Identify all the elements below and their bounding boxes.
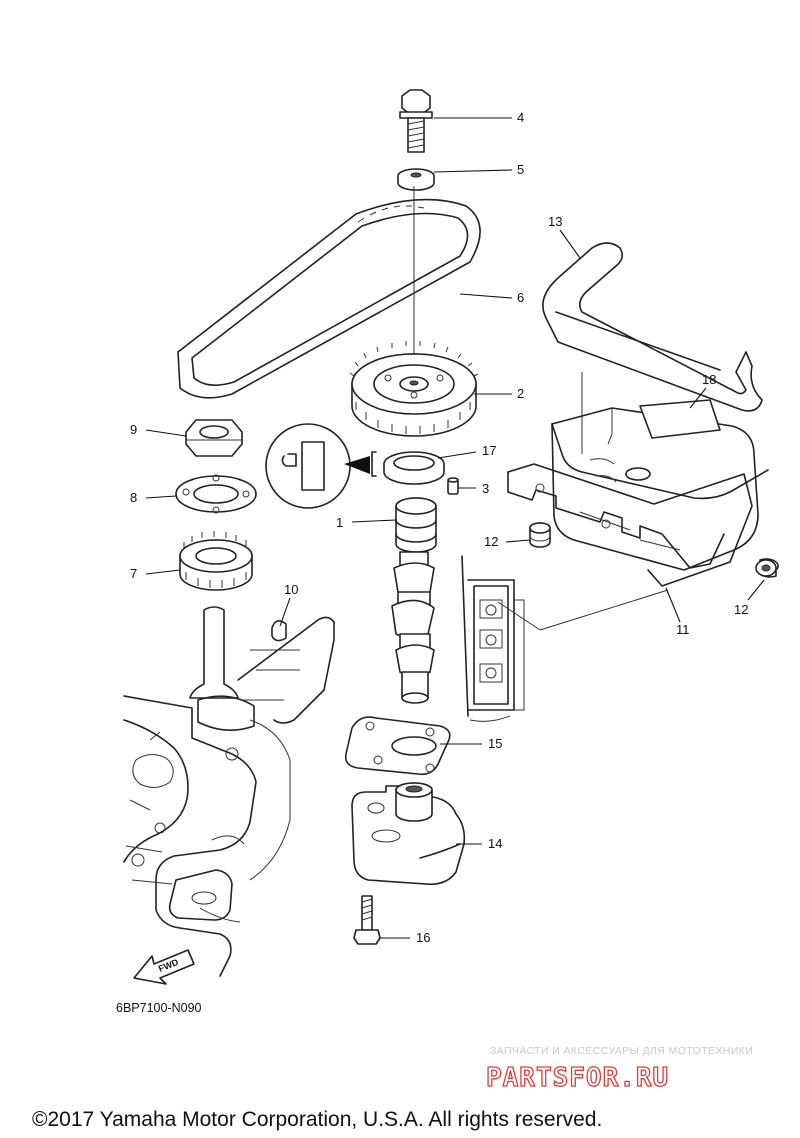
- belt-guide-plate[interactable]: [175, 474, 257, 514]
- engine-block-cylinder-head: [461, 555, 525, 722]
- oil-pump[interactable]: [351, 782, 466, 886]
- callout-16: 16: [416, 930, 430, 945]
- leader-lines: [145, 117, 765, 939]
- camshaft[interactable]: [391, 497, 437, 704]
- seal-detail-callout: [265, 423, 377, 509]
- timing-belt[interactable]: [177, 198, 481, 399]
- engine-block-crankcase: [123, 606, 335, 977]
- oil-seal[interactable]: [383, 451, 445, 485]
- callout-15: 15: [488, 736, 502, 751]
- drawing-code: 6BP7100-N090: [116, 1001, 202, 1015]
- callout-12-left: 12: [484, 534, 498, 549]
- callout-14: 14: [488, 836, 502, 851]
- watermark-tagline: ЗАПЧАСТИ И АКСЕССУАРЫ ДЛЯ МОТОТЕХНИКИ: [490, 1045, 753, 1057]
- watermark-logo: PARTSFOR.RU: [486, 1063, 669, 1093]
- oil-pump-gasket[interactable]: [344, 716, 451, 776]
- hose[interactable]: [542, 242, 763, 412]
- grommet-right[interactable]: [755, 558, 779, 578]
- callout-7: 7: [130, 566, 137, 581]
- callout-4: 4: [517, 110, 524, 125]
- callout-10: 10: [284, 582, 298, 597]
- caution-label[interactable]: [639, 399, 721, 439]
- dowel-pin[interactable]: [447, 477, 459, 495]
- camshaft-pulley[interactable]: [349, 341, 479, 437]
- oil-pump-bolt[interactable]: [353, 895, 381, 945]
- washer[interactable]: [397, 168, 435, 191]
- callout-6: 6: [517, 290, 524, 305]
- copyright-notice: ©2017 Yamaha Motor Corporation, U.S.A. A…: [32, 1108, 602, 1131]
- driver-pulley[interactable]: [179, 531, 253, 591]
- callout-5: 5: [517, 162, 524, 177]
- woodruff-key[interactable]: [271, 620, 287, 642]
- callout-11: 11: [676, 622, 690, 637]
- callout-17: 17: [482, 443, 496, 458]
- part-number-labels: 4 5 6 2 17 3 1 15 14 16 9 8 7 10 12 12 1…: [130, 110, 748, 945]
- callout-12-right: 12: [734, 602, 748, 617]
- callout-3: 3: [482, 481, 489, 496]
- timing-belt-cover[interactable]: [507, 407, 769, 587]
- forward-direction-arrow: FWD: [133, 949, 195, 985]
- callout-13: 13: [548, 214, 562, 229]
- callout-2: 2: [517, 386, 524, 401]
- callout-8: 8: [130, 490, 137, 505]
- crankshaft-nut[interactable]: [185, 419, 243, 457]
- grommet-left[interactable]: [529, 522, 551, 548]
- callout-1: 1: [336, 515, 343, 530]
- callout-9: 9: [130, 422, 137, 437]
- callout-18: 18: [702, 372, 716, 387]
- flange-bolt[interactable]: [399, 89, 433, 153]
